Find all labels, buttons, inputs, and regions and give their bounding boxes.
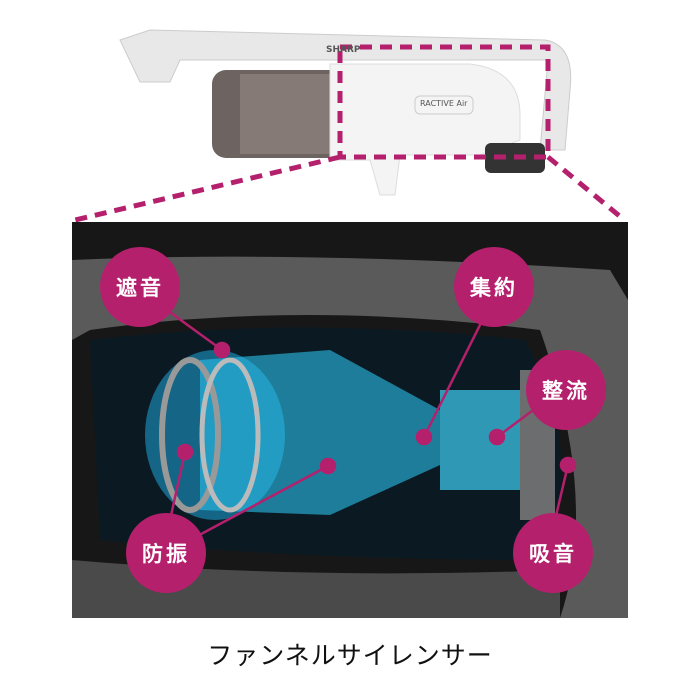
- callout-concentration: 集約: [454, 247, 534, 327]
- callout-sound-absorption: 吸音: [513, 513, 593, 593]
- brand-logo: SHARP: [326, 45, 361, 55]
- product-badge: RACTIVE Air: [420, 99, 468, 108]
- callout-flow-straightening: 整流: [526, 350, 606, 430]
- vacuum-illustration: [119, 29, 572, 196]
- callout-sound-insulation: 遮音: [100, 247, 180, 327]
- callout-vibration-proof: 防振: [126, 513, 206, 593]
- zoom-indicator: [74, 44, 624, 223]
- caption: ファンネルサイレンサー: [207, 641, 493, 670]
